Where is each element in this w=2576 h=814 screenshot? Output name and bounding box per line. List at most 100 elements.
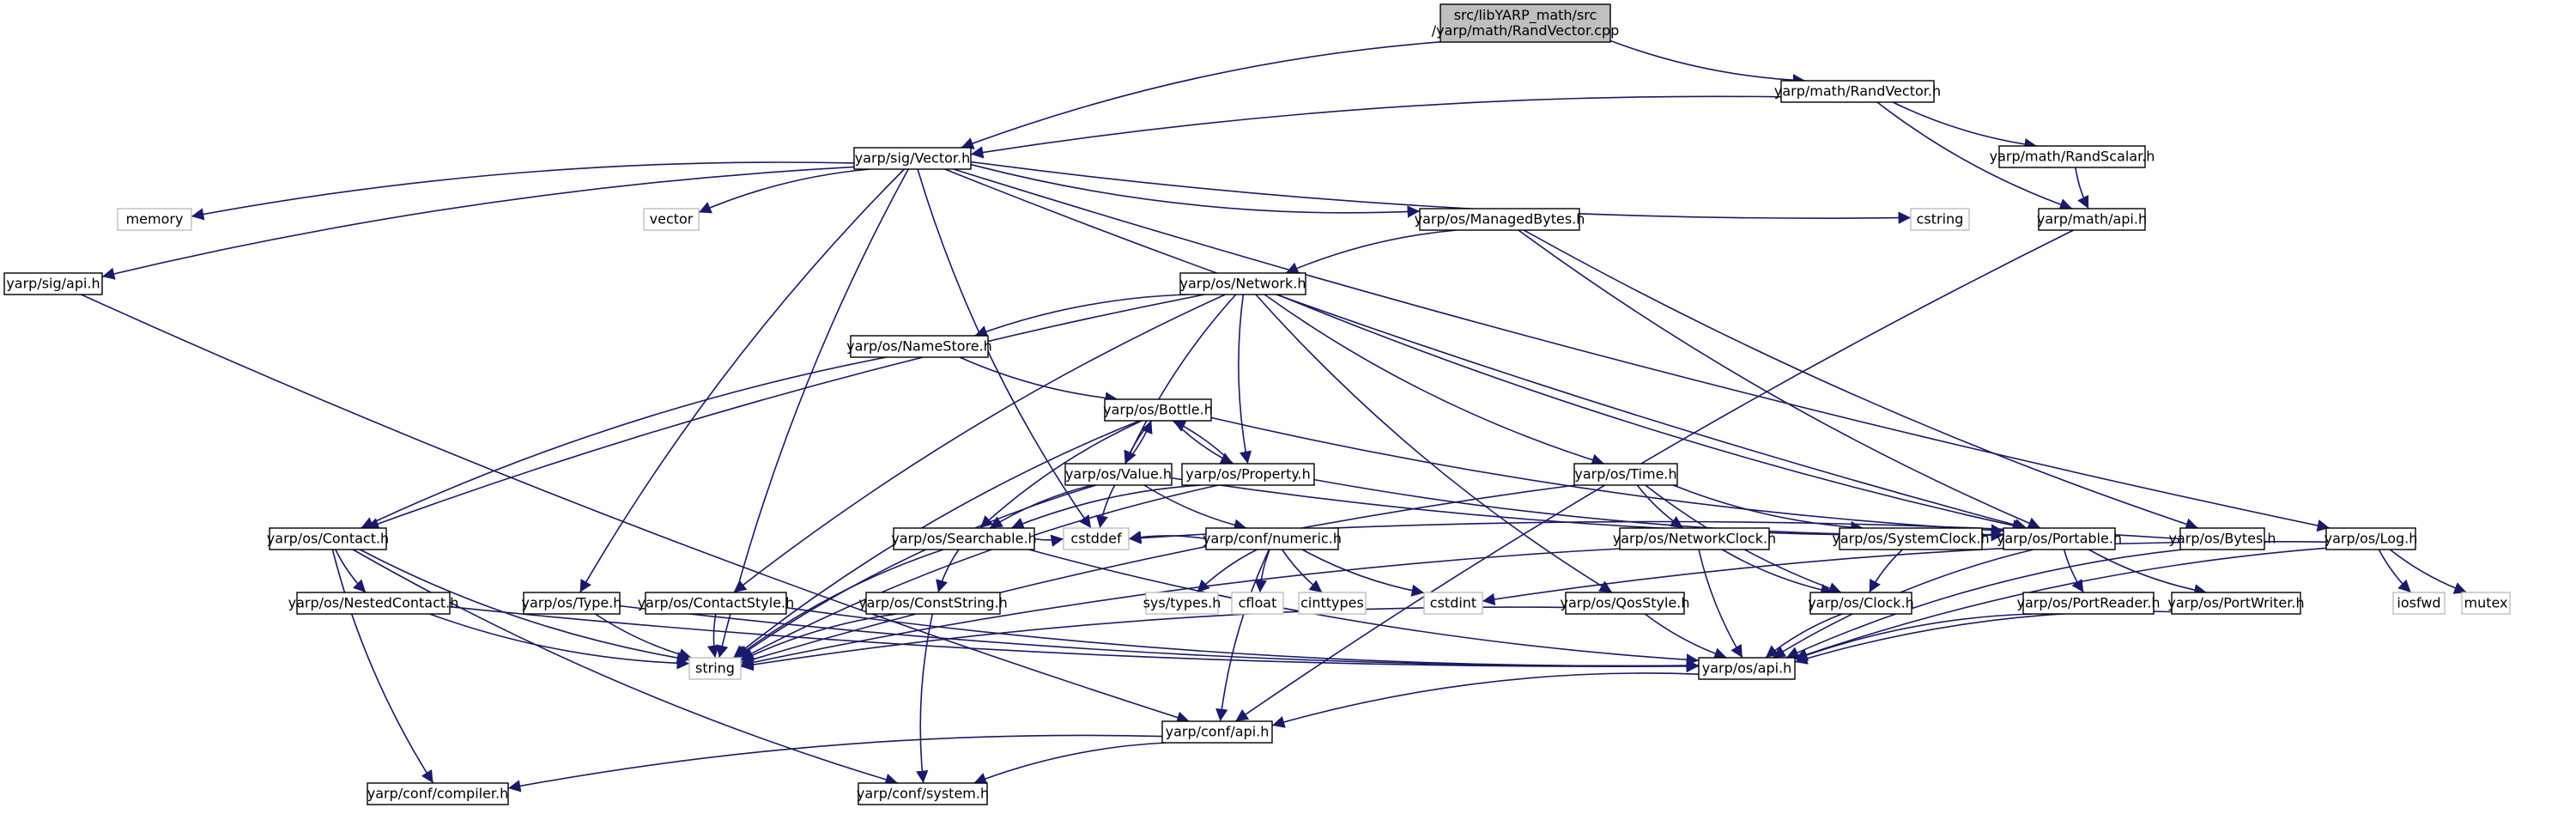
node-label: yarp/conf/system.h (857, 786, 989, 802)
node-qosstyle-h[interactable]: yarp/os/QosStyle.h (1560, 592, 1690, 615)
node-nestedcontact-h[interactable]: yarp/os/NestedContact.h (288, 592, 459, 615)
node-box (1423, 592, 1483, 615)
edge-randvector_h-to-math_api_h (1876, 101, 2073, 210)
node-box (1145, 592, 1219, 615)
node-network-h[interactable]: yarp/os/Network.h (1179, 272, 1306, 295)
node-conf-api-h[interactable]: yarp/conf/api.h (1161, 720, 1273, 744)
node-label: yarp/sig/api.h (6, 276, 100, 292)
node-box (688, 657, 742, 680)
edge-nestedcontact_h-to-string (429, 613, 690, 670)
node-sys-types-h: sys/types.h (1143, 592, 1221, 615)
node-label: src/libYARP_math/src (1454, 7, 1597, 24)
node-label: yarp/os/PortReader.h (2016, 595, 2160, 611)
node-bytes-h[interactable]: yarp/os/Bytes.h (2168, 527, 2276, 550)
node-randvector-h[interactable]: yarp/math/RandVector.h (1774, 80, 1941, 103)
node-label: yarp/os/Type.h (522, 595, 622, 611)
node-label: yarp/os/ContactStyle.h (638, 595, 795, 611)
edge-value_h-to-cstddef (1095, 484, 1116, 529)
node-box (1780, 80, 1935, 103)
edge-log_h-to-os_api_h (1794, 547, 2327, 661)
edge-vector_h-to-string (716, 168, 909, 659)
node-type-h[interactable]: yarp/os/Type.h (522, 592, 622, 615)
edge-clock_h-to-os_api_h (1765, 613, 1843, 659)
node-cstddef: cstddef (1063, 527, 1130, 550)
edge-root-to-randvector_h (1609, 39, 1806, 87)
node-box (1910, 208, 1970, 231)
node-label: yarp/os/SystemClock.h (1832, 531, 1989, 547)
edge-contactstyle_h-to-os_api_h (785, 606, 1700, 672)
edge-root-to-vector_h (961, 41, 1441, 149)
node-label: cinttypes (1300, 595, 1364, 611)
node-managedbytes-h[interactable]: yarp/os/ManagedBytes.h (1415, 208, 1585, 231)
node-string: string (688, 657, 742, 680)
edge-value_h-to-searchable_h (989, 484, 1094, 529)
edge-time_h-to-networkclock_h (1636, 484, 1684, 529)
node-box (269, 527, 387, 550)
edge-property_h-to-portable_h (1313, 478, 2004, 541)
node-randscalar-h[interactable]: yarp/math/RandScalar.h (1990, 145, 2155, 168)
node-box (2461, 592, 2511, 615)
edge-randvector_h-to-vector_h (970, 95, 1782, 159)
node-compiler-h[interactable]: yarp/conf/compiler.h (367, 782, 509, 805)
node-contact-h[interactable]: yarp/os/Contact.h (267, 527, 389, 550)
node-cinttypes: cinttypes (1298, 592, 1367, 615)
node-label: yarp/sig/Vector.h (855, 150, 970, 167)
edge-conf_api_h-to-system_h (973, 742, 1167, 785)
node-label: iosfwd (2397, 595, 2440, 611)
node-conststring-h[interactable]: yarp/os/ConstString.h (858, 592, 1008, 615)
node-log-h[interactable]: yarp/os/Log.h (2324, 527, 2418, 550)
node-contactstyle-h[interactable]: yarp/os/ContactStyle.h (638, 592, 795, 615)
node-property-h[interactable]: yarp/os/Property.h (1181, 463, 1315, 486)
node-box (645, 592, 787, 615)
node-label: mutex (2464, 595, 2507, 611)
node-sig-api-h[interactable]: yarp/sig/api.h (3, 272, 103, 295)
node-bottle-h[interactable]: yarp/os/Bottle.h (1103, 398, 1213, 422)
node-label: yarp/os/NetworkClock.h (1613, 531, 1776, 547)
node-label: yarp/os/Clock.h (1808, 595, 1914, 611)
edge-portreader_h-to-os_api_h (1794, 613, 2033, 661)
edge-randvector_h-to-randscalar_h (1892, 101, 2037, 151)
node-box (1419, 208, 1580, 231)
edge-vector_h-to-cstddef (917, 168, 1092, 529)
node-root[interactable]: src/libYARP_math/src/yarp/math/RandVecto… (1432, 3, 1620, 43)
node-vector-h[interactable]: yarp/sig/Vector.h (853, 147, 972, 170)
node-box (3, 272, 103, 295)
node-box (117, 208, 192, 231)
node-system-h[interactable]: yarp/conf/system.h (857, 782, 989, 805)
node-math-api-h[interactable]: yarp/math/api.h (2037, 208, 2147, 231)
node-box (1104, 398, 1212, 422)
node-namestore-h[interactable]: yarp/os/NameStore.h (846, 335, 992, 358)
node-value-h[interactable]: yarp/os/Value.h (1064, 463, 1173, 486)
node-memory: memory (117, 208, 192, 231)
node-box (367, 782, 509, 805)
edge-value_h-to-bottle_h (1124, 420, 1153, 465)
node-label: yarp/conf/compiler.h (367, 786, 509, 802)
node-searchable-h[interactable]: yarp/os/Searchable.h (891, 527, 1037, 550)
edge-property_h-to-searchable_h (1010, 484, 1201, 530)
node-label: yarp/os/Searchable.h (891, 531, 1036, 547)
node-label: yarp/os/NestedContact.h (288, 595, 459, 611)
node-portreader-h[interactable]: yarp/os/PortReader.h (2016, 592, 2161, 615)
edge-value_h-to-numeric_h (1143, 484, 1247, 532)
node-portwriter-h[interactable]: yarp/os/PortWriter.h (2167, 592, 2305, 615)
node-os-api-h[interactable]: yarp/os/api.h (1698, 657, 1796, 680)
edge-network_h-to-qosstyle_h (1255, 294, 1613, 593)
node-cstdint: cstdint (1423, 592, 1483, 615)
node-portable-h[interactable]: yarp/os/Portable.h (1997, 527, 2122, 550)
node-label: yarp/os/Value.h (1065, 466, 1172, 483)
node-box (643, 208, 700, 231)
node-numeric-h[interactable]: yarp/conf/numeric.h (1203, 527, 1342, 550)
node-systemclock-h[interactable]: yarp/os/SystemClock.h (1832, 527, 1990, 550)
node-label: yarp/os/Network.h (1180, 276, 1306, 292)
edge-vector_h-to-type_h (579, 168, 905, 593)
edge-network_h-to-property_h (1238, 294, 1252, 465)
edge-conststring_h-to-string (740, 613, 898, 662)
node-networkclock-h[interactable]: yarp/os/NetworkClock.h (1613, 527, 1776, 550)
node-box (865, 592, 1001, 615)
edge-nestedcontact_h-to-os_api_h (449, 605, 1700, 673)
node-label: yarp/os/api.h (1702, 660, 1792, 677)
node-box (893, 527, 1035, 550)
node-clock-h[interactable]: yarp/os/Clock.h (1808, 592, 1914, 615)
node-box (2022, 592, 2155, 615)
node-time-h[interactable]: yarp/os/Time.h (1573, 463, 1678, 486)
